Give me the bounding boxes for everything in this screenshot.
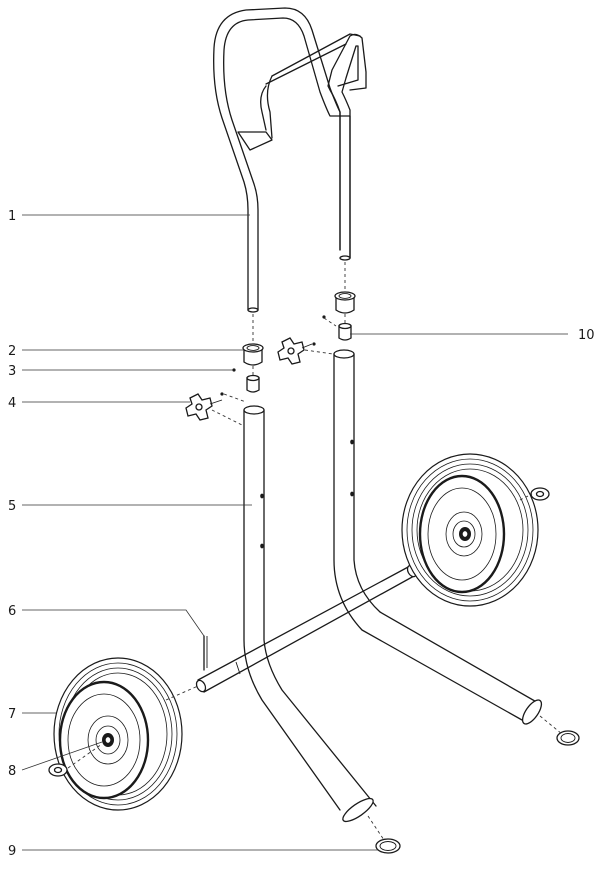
frame (243, 349, 543, 823)
handle (213, 7, 367, 313)
screw-right-a (322, 315, 326, 319)
callout-1: 1 (8, 209, 16, 224)
screw-3 (232, 368, 236, 372)
wheel-left (53, 657, 183, 811)
callout-6: 6 (8, 604, 16, 619)
callout-4: 4 (8, 396, 16, 411)
star-knob-left (185, 393, 223, 421)
assembly-lines (67, 262, 563, 841)
end-cap-rear (556, 730, 580, 746)
callout-5: 5 (8, 499, 16, 514)
callout-2: 2 (8, 344, 16, 359)
callout-leaders (21, 214, 568, 851)
screw-right-b (312, 342, 316, 346)
washer-right (530, 487, 550, 501)
bushing-right (334, 291, 356, 314)
wheel-right (401, 453, 539, 607)
callout-7: 7 (8, 707, 16, 722)
bushing-left (242, 343, 264, 366)
plug-left (246, 374, 260, 393)
cotter-pin (203, 635, 208, 671)
star-knob-right (277, 337, 313, 365)
callout-9: 9 (8, 844, 16, 859)
callout-10: 10 (578, 328, 595, 343)
screw-4 (220, 392, 224, 396)
end-cap-front (375, 838, 401, 854)
plug-right (338, 322, 352, 341)
callout-3: 3 (8, 364, 16, 379)
axle (195, 564, 418, 693)
washer-left (48, 763, 68, 777)
callout-8: 8 (8, 764, 16, 779)
callout-labels: 1 2 3 4 5 6 7 8 9 10 (8, 209, 595, 859)
